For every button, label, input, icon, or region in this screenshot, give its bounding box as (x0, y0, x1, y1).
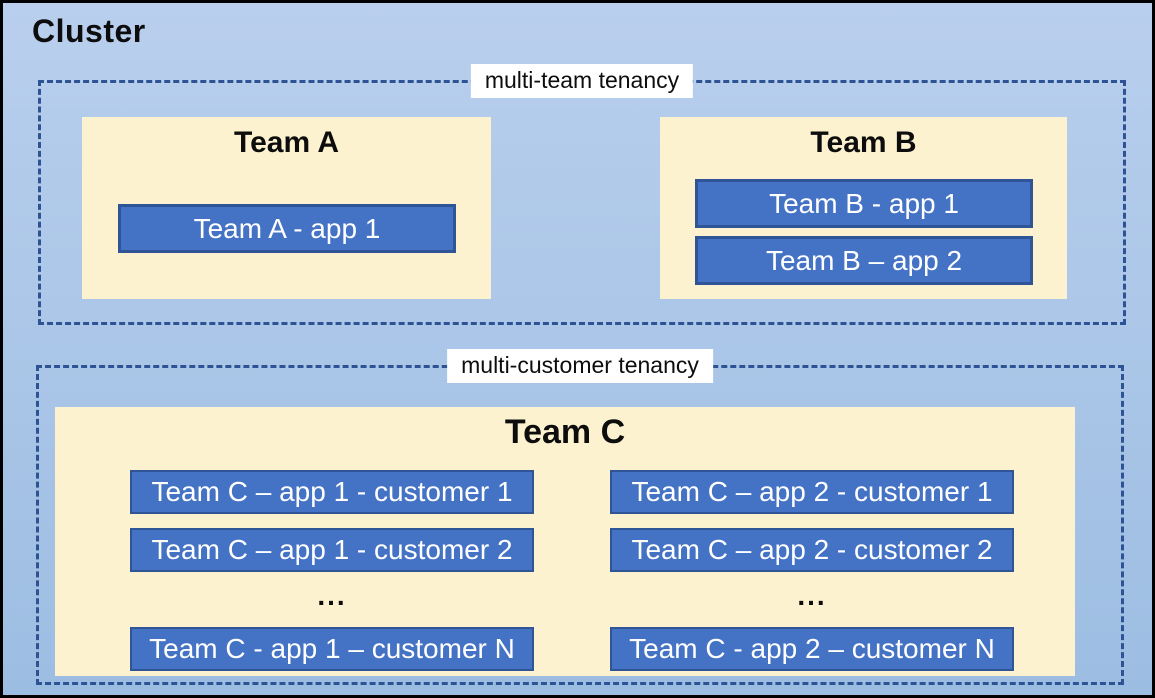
team-c-app2-customer-2-box: Team C – app 2 - customer 2 (610, 528, 1014, 572)
multi-customer-tenancy-group: multi-customer tenancy Team C Team C – a… (36, 349, 1124, 685)
team-c-app1-ellipsis: ... (317, 580, 347, 611)
team-c-box: Team C Team C – app 1 - customer 1 Team … (55, 407, 1075, 676)
multi-customer-tenancy-label: multi-customer tenancy (447, 349, 713, 384)
team-c-title: Team C (504, 413, 626, 451)
multi-team-tenancy-label: multi-team tenancy (470, 64, 694, 99)
team-c-app1-customer-2-box: Team C – app 1 - customer 2 (130, 528, 534, 572)
team-a-box: Team A Team A - app 1 (82, 117, 491, 299)
team-c-app2-ellipsis: ... (797, 580, 827, 611)
team-b-box: Team B Team B - app 1 Team B – app 2 (660, 117, 1067, 299)
team-c-app-2-column: Team C – app 2 - customer 1 Team C – app… (610, 470, 1014, 685)
team-c-app2-customer-n-box: Team C - app 2 – customer N (610, 627, 1014, 671)
team-c-app1-customer-1-box: Team C – app 1 - customer 1 (130, 470, 534, 514)
team-a-app-1-box: Team A - app 1 (118, 204, 456, 253)
team-b-app-2-box: Team B – app 2 (695, 236, 1033, 285)
team-c-app-1-column: Team C – app 1 - customer 1 Team C – app… (130, 470, 534, 685)
team-c-app1-customer-n-box: Team C - app 1 – customer N (130, 627, 534, 671)
multi-team-tenancy-group: multi-team tenancy Team A Team A - app 1… (38, 64, 1126, 325)
cluster-title: Cluster (32, 13, 146, 49)
team-c-app2-customer-1-box: Team C – app 2 - customer 1 (610, 470, 1014, 514)
team-b-title: Team B (810, 126, 917, 159)
team-a-title: Team A (233, 126, 340, 159)
team-b-app-1-box: Team B - app 1 (695, 179, 1033, 228)
